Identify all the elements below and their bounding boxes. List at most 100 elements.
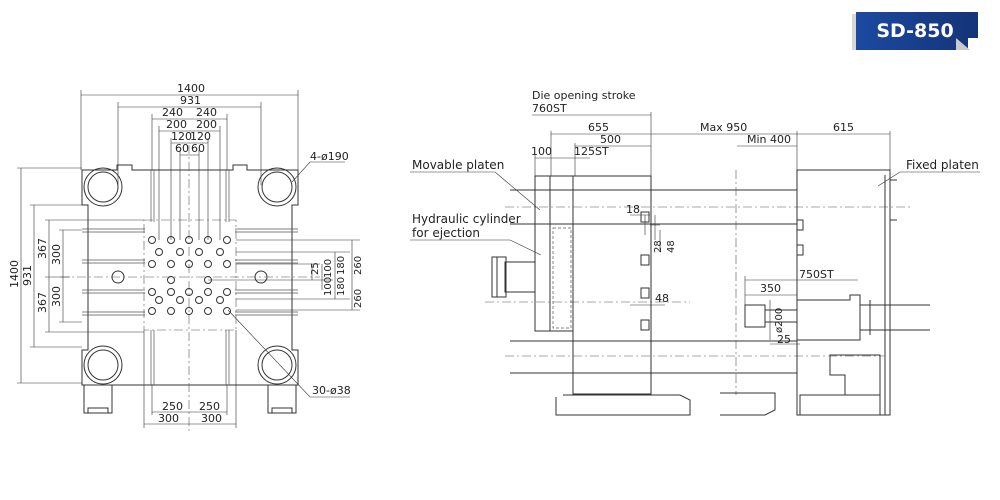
ejector-hole [155, 248, 163, 256]
side-centerlines [485, 206, 910, 357]
ejector-hole [176, 248, 184, 256]
dim-931-height: 931 [21, 265, 34, 286]
ejector-hole [167, 260, 175, 268]
ejector-hole [155, 296, 163, 304]
dim-240-left: 240 [162, 106, 183, 119]
callout-leader-holes [227, 309, 350, 398]
dim-120-left: 120 [171, 130, 192, 143]
badge-fold [956, 38, 970, 50]
badge-background [856, 12, 968, 50]
ejector-hole [148, 236, 156, 244]
dim-200-diameter: ø200 [774, 308, 785, 333]
dim-25: 25 [310, 262, 321, 275]
ejector-hole [148, 307, 156, 315]
dimensions-right [208, 239, 360, 311]
dim-500: 500 [600, 133, 621, 146]
ejection-cylinder [491, 256, 536, 298]
ejector-hole [148, 260, 156, 268]
model-name: SD-850 [876, 20, 954, 42]
die-opening-title: Die opening stroke [532, 89, 636, 102]
dim-125st: 125ST [574, 145, 609, 158]
die-opening-value: 760ST [532, 102, 567, 115]
dim-200-right: 200 [196, 118, 217, 131]
locating-hole [111, 270, 125, 284]
callout-leader-tiebar [291, 161, 345, 183]
mold-area [143, 219, 237, 331]
ejector-holes [148, 236, 231, 315]
dim-18: 18 [626, 203, 640, 216]
tie-bars-side [510, 189, 797, 374]
t-slots [82, 170, 298, 385]
dim-260-top: 260 [353, 256, 364, 275]
dimensions-left [17, 167, 144, 384]
dim-300-bottom: 300 [50, 286, 63, 307]
label-cylinder-line2: for ejection [412, 226, 480, 240]
ejector-hole [195, 296, 203, 304]
ejector-hole [223, 288, 231, 296]
dim-260-bottom: 260 [353, 289, 364, 308]
dimensions-bottom [143, 330, 237, 428]
dim-200-left: 200 [166, 118, 187, 131]
badge-edge [852, 14, 856, 50]
ejector-hole [185, 260, 193, 268]
ejector-hole [216, 248, 224, 256]
label-fixed-platen: Fixed platen [906, 158, 979, 172]
side-view: Die opening stroke 760ST 655 500 100 125… [410, 89, 980, 416]
dim-931-width: 931 [180, 94, 201, 107]
dim-750st: 750ST [799, 268, 834, 281]
dim-655: 655 [588, 121, 609, 134]
ejector-hole [167, 288, 175, 296]
ejector-hole [167, 276, 175, 284]
tie-bars [83, 167, 297, 385]
dim-48: 48 [655, 292, 669, 305]
dim-1400-height: 1400 [8, 260, 21, 288]
dim-28: 28 [653, 240, 664, 253]
dim-180-bottom: 180 [336, 277, 347, 296]
dim-60-left: 60 [175, 142, 189, 155]
dim-100: 100 [531, 145, 552, 158]
dim-300-left: 300 [158, 412, 179, 425]
ejector-hole [185, 236, 193, 244]
ejector-hole [185, 307, 193, 315]
leader-movable-platen [410, 171, 541, 211]
ejector-hole [167, 307, 175, 315]
callout-holes: 30-ø38 [312, 384, 351, 397]
ejector-hole [223, 236, 231, 244]
ejector-hole [216, 296, 224, 304]
ejection-plate [534, 175, 574, 332]
dim-100-bottom: 100 [323, 277, 334, 296]
dim-615: 615 [833, 121, 854, 134]
ejector-hole [223, 307, 231, 315]
ejector-hole [195, 248, 203, 256]
dim-min-400: Min 400 [747, 133, 791, 146]
dim-367-top: 367 [36, 238, 49, 259]
dimensions-top [80, 90, 299, 240]
leader-ejection-cylinder [410, 239, 542, 256]
callout-tiebar: 4-ø190 [310, 150, 349, 163]
front-view: 1400 931 240 240 200 200 120 120 60 60 1… [8, 82, 364, 432]
dim-240-right: 240 [196, 106, 217, 119]
model-badge: SD-850 [852, 12, 980, 50]
dim-300-top: 300 [50, 244, 63, 265]
dim-1400-width: 1400 [177, 82, 205, 95]
dim-100-top: 100 [323, 259, 334, 278]
feet [83, 384, 297, 414]
label-movable-platen: Movable platen [412, 158, 504, 172]
dim-120-right: 120 [190, 130, 211, 143]
dim-300-right: 300 [201, 412, 222, 425]
dim-250-left: 250 [162, 400, 183, 413]
leader-fixed-platen [877, 171, 980, 187]
platen-outline [81, 164, 299, 386]
label-cylinder-line1: Hydraulic cylinder [412, 212, 521, 226]
badge-tab [968, 12, 978, 38]
dim-250-right: 250 [199, 400, 220, 413]
dim-367-bottom: 367 [36, 292, 49, 313]
dim-180-top: 180 [336, 256, 347, 275]
locating-hole [254, 270, 268, 284]
dim-48-vertical: 48 [666, 240, 677, 253]
dim-25-side: 25 [777, 333, 791, 346]
ejector-hole [185, 288, 193, 296]
ejector-hole [148, 288, 156, 296]
dim-max-950: Max 950 [700, 121, 747, 134]
